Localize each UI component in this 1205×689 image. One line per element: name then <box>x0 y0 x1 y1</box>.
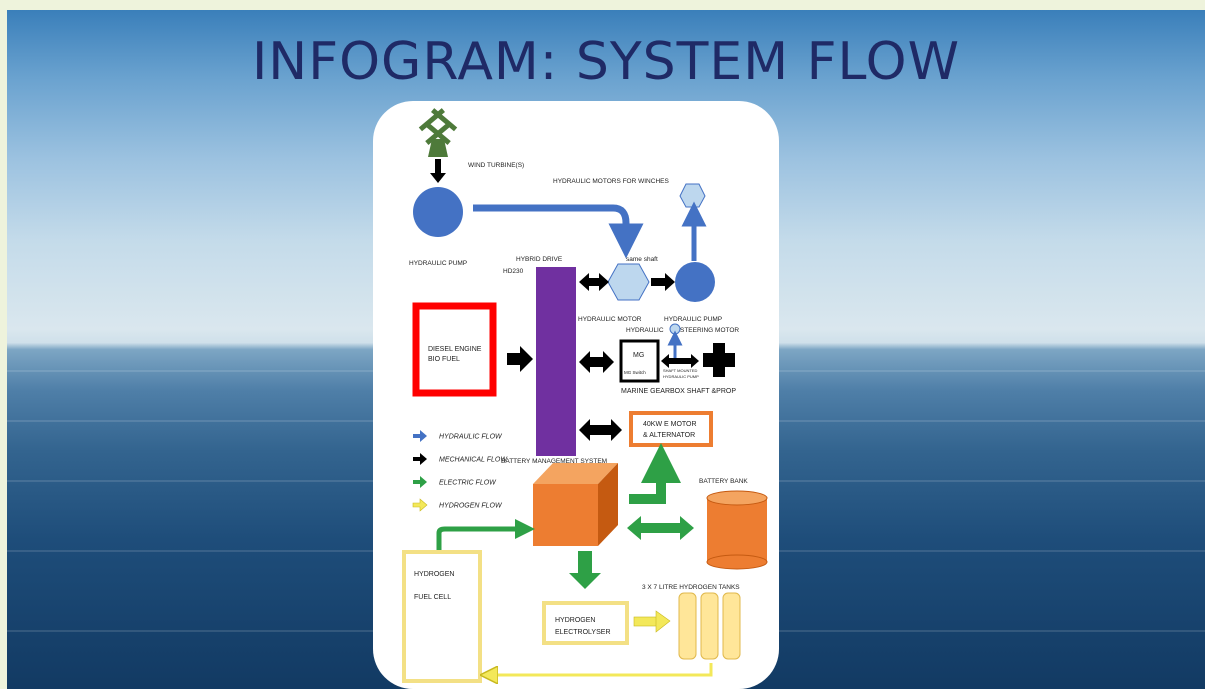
legend-label: ELECTRIC FLOW <box>439 480 497 487</box>
legend-arrow-icon <box>413 476 427 488</box>
mechanical-double-arrow <box>579 419 622 441</box>
diesel-label-1: DIESEL ENGINE <box>428 346 482 353</box>
diagram-card: WIND TURBINE(S) HYDRAULIC PUMP HYDRAULIC… <box>373 101 779 689</box>
electric-double-arrow <box>627 516 694 540</box>
windmill-icon <box>418 108 458 157</box>
fuel-cell-label-2: FUEL CELL <box>414 594 451 601</box>
hybrid-drive-bar <box>536 267 576 456</box>
hd230-label: HD230 <box>503 268 524 275</box>
legend-item: HYDROGEN FLOW <box>412 498 503 512</box>
winch-motor-hexagon <box>679 183 706 208</box>
electrolyser-label-2: ELECTROLYSER <box>555 629 611 636</box>
fuel-cell-label-1: HYDROGEN <box>414 571 454 578</box>
shaft-pump-label-2: HYDRAULIC PUMP <box>663 374 699 379</box>
hydraulic-pump-right-label: HYDRAULIC PUMP <box>664 316 722 323</box>
hydraulic-motor-hexagon <box>607 263 650 301</box>
hydraulic-pump-right <box>675 262 715 302</box>
shaft-pump-label-1: SHAFT MOUNTED <box>663 368 697 373</box>
mg-label: MG <box>633 352 644 359</box>
legend: HYDRAULIC FLOW MECHANICAL FLOW ELECTRIC FL… <box>412 430 508 512</box>
mg-switch-label: MG Switch <box>624 370 646 375</box>
mechanical-arrow <box>507 346 533 372</box>
steering-motor-label-a: HYDRAULIC <box>626 327 664 334</box>
legend-label: MECHANICAL FLOW <box>439 457 508 464</box>
wind-turbine-label: WIND TURBINE(S) <box>468 162 524 169</box>
same-shaft-label: same shaft <box>626 256 658 263</box>
e-motor-label-1: 40KW E MOTOR <box>643 421 697 428</box>
system-flow-diagram: WIND TURBINE(S) HYDRAULIC PUMP HYDRAULIC… <box>402 108 768 689</box>
legend-label: HYDROGEN FLOW <box>439 503 503 510</box>
hydrogen-return-arrow <box>489 663 713 675</box>
steering-motor-circle <box>669 323 681 335</box>
hydrogen-fuel-cell-box <box>402 550 482 683</box>
slide-title: INFOGRAM: SYSTEM FLOW <box>251 32 961 92</box>
legend-label: HYDRAULIC FLOW <box>439 434 503 441</box>
steering-motor-label-b: STEERING MOTOR <box>680 327 739 334</box>
hydrogen-flow-arrow <box>633 610 671 633</box>
hydraulic-flow-arrow <box>473 204 644 259</box>
mechanical-double-arrow <box>579 351 614 373</box>
electrolyser-label-1: HYDROGEN <box>555 617 595 624</box>
e-motor-label-2: & ALTERNATOR <box>643 432 695 439</box>
legend-arrow-icon <box>413 453 427 465</box>
mechanical-double-arrow <box>579 273 609 291</box>
mechanical-arrow <box>430 159 446 183</box>
legend-arrow-icon <box>412 498 428 512</box>
e-motor-box <box>629 411 713 447</box>
diesel-label-2: BIO FUEL <box>428 356 460 363</box>
hydraulic-pump-left-label: HYDRAULIC PUMP <box>409 260 467 267</box>
battery-bank-cylinder <box>706 490 768 570</box>
hydrogen-tanks <box>678 592 741 660</box>
marine-gearbox-label: MARINE GEARBOX SHAFT &PROP <box>621 388 736 395</box>
slide-background: INFOGRAM: SYSTEM FLOW WIND TURBINE(S) <box>7 10 1205 689</box>
electric-arrow-down <box>569 551 601 589</box>
hybrid-drive-label: HYBRID DRIVE <box>516 256 563 263</box>
hydraulic-motor-label: HYDRAULIC MOTOR <box>578 316 642 323</box>
mechanical-double-arrow <box>661 354 699 368</box>
tanks-label: 3 X 7 LITRE HYDROGEN TANKS <box>642 584 740 591</box>
mechanical-arrow <box>651 273 675 291</box>
hydraulic-pump-left <box>413 187 463 237</box>
legend-item: ELECTRIC FLOW <box>413 476 497 488</box>
electric-flow-arrow <box>629 443 681 504</box>
electric-flow-arrow <box>436 519 535 551</box>
winches-label: HYDRAULIC MOTORS FOR WINCHES <box>553 178 669 185</box>
propeller-shaft-icon <box>703 343 735 377</box>
legend-item: HYDRAULIC FLOW <box>413 430 503 442</box>
diesel-engine-box <box>412 302 497 397</box>
battery-management-cube <box>533 463 618 546</box>
battery-bank-label: BATTERY BANK <box>699 478 748 485</box>
legend-item: MECHANICAL FLOW <box>413 453 508 465</box>
mg-box <box>619 339 660 383</box>
bms-label: BATTERY MANAGEMENT SYSTEM <box>501 458 607 465</box>
hydrogen-electrolyser-box <box>542 601 629 645</box>
legend-arrow-icon <box>413 430 427 442</box>
